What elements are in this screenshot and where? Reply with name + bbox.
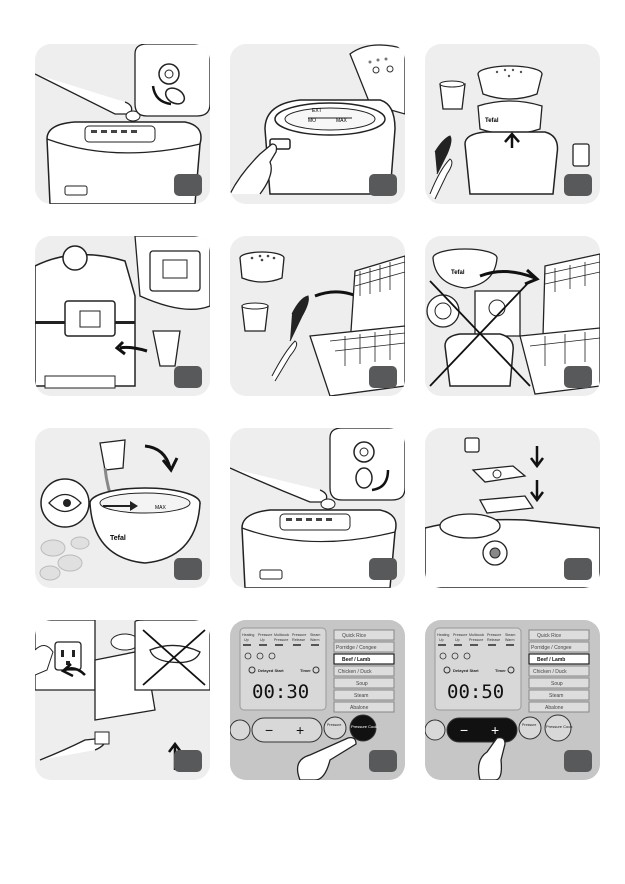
menu-list: Quick Rice Porridge / Congee Beef / Lamb… xyxy=(528,629,590,713)
indicator-multicook: Multicook xyxy=(274,633,289,637)
gauge-max-label: MAX xyxy=(336,118,348,124)
indicator-sub-up-2: Up xyxy=(260,638,265,642)
timer-label: Timer xyxy=(495,668,506,673)
menu-porridge[interactable]: Porridge / Congee xyxy=(336,645,377,651)
step-panel-11: Heating Pressure Multicook Pressure Stea… xyxy=(230,620,405,780)
menu-soup[interactable]: Soup xyxy=(551,681,563,687)
step-badge xyxy=(369,366,397,388)
power-button[interactable] xyxy=(425,719,446,741)
menu-chicken-duck[interactable]: Chicken / Duck xyxy=(338,669,372,675)
menu-abalone[interactable]: Abalone xyxy=(545,705,564,711)
step-panel-7: MAX Tefal xyxy=(35,428,210,588)
plus-button[interactable]: + xyxy=(296,722,304,738)
step-badge xyxy=(174,558,202,580)
tefal-logo: Tefal xyxy=(451,270,465,276)
menu-beef-lamb[interactable]: Beef / Lamb xyxy=(537,657,565,663)
indicator-pressure: Pressure xyxy=(258,633,272,637)
menu-list: Quick Rice Porridge / Congee Beef / Lamb… xyxy=(333,629,395,713)
delayed-start-label: Delayed Start xyxy=(258,668,284,673)
indicator-pressure-2: Pressure xyxy=(487,633,501,637)
minus-button[interactable]: − xyxy=(460,722,468,738)
step-badge xyxy=(564,558,592,580)
gauge-max-label: MAX xyxy=(155,505,167,511)
indicator-sub-release: Release xyxy=(487,638,500,642)
indicator-steam: Steam xyxy=(505,633,515,637)
lid-open-illustration: EXT MO MAX xyxy=(230,44,405,195)
indicator-sub-release: Release xyxy=(292,638,305,642)
step-badge xyxy=(369,174,397,196)
minus-button[interactable]: − xyxy=(265,722,273,738)
indicator-multicook: Multicook xyxy=(469,633,484,637)
menu-quick-rice[interactable]: Quick Rice xyxy=(537,633,561,639)
step-badge xyxy=(174,174,202,196)
timer-display: 00:50 xyxy=(447,681,504,703)
pressure-cook-label: Pressure Cook xyxy=(546,724,572,729)
indicator-sub-up-2: Up xyxy=(455,638,460,642)
step-panel-12: Heating Pressure Multicook Pressure Stea… xyxy=(425,620,600,780)
pressure-cook-button[interactable] xyxy=(349,714,377,742)
menu-quick-rice[interactable]: Quick Rice xyxy=(342,633,366,639)
step-panel-5 xyxy=(230,236,405,396)
step-panel-9 xyxy=(425,428,600,588)
menu-soup[interactable]: Soup xyxy=(356,681,368,687)
indicator-sub-warm: Warm xyxy=(310,638,319,642)
step-panel-1 xyxy=(35,44,210,204)
gauge-mo-label: MO xyxy=(308,118,316,124)
step-panel-2: EXT MO MAX xyxy=(230,44,405,204)
open-lid-illustration xyxy=(35,44,210,204)
pressure-button[interactable] xyxy=(518,716,542,740)
step-panel-8 xyxy=(230,428,405,588)
pressure-cook-button[interactable] xyxy=(544,714,572,742)
no-dishwasher-illustration: Tefal xyxy=(426,248,600,395)
step-badge xyxy=(564,366,592,388)
step-badge xyxy=(564,174,592,196)
fill-water-illustration: MAX Tefal xyxy=(39,439,201,581)
pressure-label: Pressure xyxy=(522,723,536,727)
condensation-collector-illustration xyxy=(35,236,210,389)
step-panel-6: Tefal xyxy=(425,236,600,396)
pressure-cook-label: Pressure Cook xyxy=(351,724,377,729)
indicator-sub-pressure: Pressure xyxy=(274,638,288,642)
step-badge xyxy=(174,366,202,388)
menu-beef-lamb[interactable]: Beef / Lamb xyxy=(342,657,370,663)
tefal-logo: Tefal xyxy=(110,535,126,542)
close-lid-illustration xyxy=(230,428,405,588)
delayed-start-label: Delayed Start xyxy=(453,668,479,673)
step-panel-4 xyxy=(35,236,210,396)
indicator-sub-up: Up xyxy=(439,638,444,642)
menu-porridge[interactable]: Porridge / Congee xyxy=(531,645,572,651)
step-badge xyxy=(369,750,397,772)
indicator-sub-up: Up xyxy=(244,638,249,642)
step-panel-3: Tefal xyxy=(425,44,600,204)
indicator-sub-pressure: Pressure xyxy=(469,638,483,642)
tefal-logo: Tefal xyxy=(485,118,499,124)
step-badge xyxy=(369,558,397,580)
pressure-label: Pressure xyxy=(327,723,341,727)
indicator-sub-warm: Warm xyxy=(505,638,514,642)
accessories-removal-illustration: Tefal xyxy=(429,65,590,200)
indicator-heating: Heating xyxy=(437,633,449,637)
indicator-pressure: Pressure xyxy=(453,633,467,637)
menu-chicken-duck[interactable]: Chicken / Duck xyxy=(533,669,567,675)
plus-button[interactable]: + xyxy=(491,722,499,738)
menu-steam[interactable]: Steam xyxy=(354,693,368,699)
menu-abalone[interactable]: Abalone xyxy=(350,705,369,711)
pressure-button[interactable] xyxy=(323,716,347,740)
power-button[interactable] xyxy=(230,719,251,741)
gauge-ext-label: EXT xyxy=(312,108,322,114)
step-badge xyxy=(174,750,202,772)
valve-assembly-illustration xyxy=(425,437,600,588)
plug-in-illustration xyxy=(35,620,210,770)
step-badge xyxy=(564,750,592,772)
indicator-steam: Steam xyxy=(310,633,320,637)
step-panel-10 xyxy=(35,620,210,780)
menu-steam[interactable]: Steam xyxy=(549,693,563,699)
indicator-heating: Heating xyxy=(242,633,254,637)
timer-display: 00:30 xyxy=(252,681,309,703)
indicator-pressure-2: Pressure xyxy=(292,633,306,637)
timer-label: Timer xyxy=(300,668,311,673)
